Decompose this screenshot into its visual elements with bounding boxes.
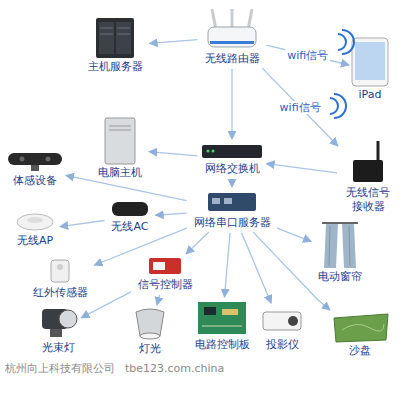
device-node: 信号控制器 bbox=[134, 256, 197, 292]
device-node: 电脑主机 bbox=[94, 118, 146, 180]
device-node: 体感设备 bbox=[7, 150, 63, 188]
circuit-board-icon bbox=[198, 302, 246, 334]
device-node: 投影仪 bbox=[262, 306, 303, 352]
device-label: 红外传感器 bbox=[33, 286, 88, 300]
connector-arrow bbox=[94, 228, 186, 265]
device-node: 网络串口服务器 bbox=[190, 190, 275, 230]
ir-sensor-icon bbox=[51, 260, 69, 282]
tablet-icon bbox=[352, 38, 388, 86]
ap-icon bbox=[17, 214, 53, 230]
device-label: 光束灯 bbox=[42, 341, 75, 355]
watermark-text: tbe123.com.china bbox=[125, 362, 224, 375]
device-label: 主机服务器 bbox=[88, 60, 143, 74]
sand-table-icon bbox=[334, 314, 388, 342]
device-label: 电脑主机 bbox=[98, 166, 142, 180]
device-node: 网络交换机 bbox=[201, 142, 264, 176]
device-label: 体感设备 bbox=[13, 174, 57, 188]
connector-arrow bbox=[224, 233, 230, 297]
connector-arrow bbox=[156, 213, 187, 215]
device-node: 光束灯 bbox=[38, 305, 79, 355]
lamp-icon bbox=[136, 309, 164, 339]
server-icon bbox=[96, 18, 134, 58]
device-node: 红外传感器 bbox=[29, 258, 92, 300]
device-label: 电动窗帘 bbox=[318, 270, 362, 284]
receiver-icon bbox=[353, 141, 383, 182]
device-node: 沙盘 bbox=[332, 312, 388, 358]
connector-arrow bbox=[242, 233, 272, 303]
device-node: 无线AC bbox=[107, 200, 152, 234]
device-label: 电路控制板 bbox=[195, 338, 250, 352]
device-node: 主机服务器 bbox=[84, 18, 147, 74]
watermark-text: 杭州向上科技有限公司 bbox=[5, 362, 115, 375]
connector-arrow bbox=[66, 175, 187, 200]
connector-arrow bbox=[262, 68, 338, 146]
signal-label: wifi信号 bbox=[285, 49, 330, 62]
device-node: 电路控制板 bbox=[191, 300, 254, 352]
router-icon bbox=[208, 9, 256, 47]
connector-arrow bbox=[266, 45, 349, 65]
wifi-waves bbox=[330, 30, 354, 118]
device-node: 无线AP bbox=[13, 212, 57, 248]
connector-arrow bbox=[231, 179, 232, 187]
device-label: iPad bbox=[359, 88, 382, 102]
serial-server-icon bbox=[208, 193, 256, 211]
device-node: 无线信号接收器 bbox=[340, 140, 396, 214]
connector-arrow bbox=[186, 232, 209, 254]
device-node: 电动窗帘 bbox=[314, 222, 366, 284]
connector-arrow bbox=[81, 292, 131, 318]
ac-controller-icon bbox=[112, 202, 148, 216]
curtain-icon bbox=[322, 223, 358, 268]
device-label: 信号控制器 bbox=[138, 278, 193, 292]
device-node: 无线路由器 bbox=[201, 8, 264, 66]
signal-label: wifi信号 bbox=[278, 101, 323, 114]
connector-arrow bbox=[149, 152, 198, 156]
device-label: 投影仪 bbox=[266, 338, 299, 352]
connector-arrow bbox=[277, 228, 311, 242]
beam-light-icon bbox=[42, 309, 77, 337]
device-label: 无线AP bbox=[17, 234, 53, 248]
connector-arrow bbox=[157, 295, 160, 305]
device-label: 无线AC bbox=[111, 220, 148, 234]
motion-sensor-icon bbox=[8, 153, 62, 171]
device-label: 灯光 bbox=[139, 342, 161, 356]
device-node: iPad bbox=[352, 38, 388, 102]
device-label: 网络串口服务器 bbox=[194, 216, 271, 230]
connector-arrow bbox=[149, 40, 197, 44]
signal-controller-icon bbox=[149, 258, 181, 274]
projector-icon bbox=[263, 312, 301, 330]
connector-arrow bbox=[231, 69, 232, 139]
connector-arrow bbox=[266, 164, 337, 173]
pc-icon bbox=[105, 118, 135, 164]
switch-icon bbox=[202, 145, 262, 158]
device-label: 无线信号接收器 bbox=[344, 186, 392, 214]
device-node: 灯光 bbox=[133, 308, 167, 356]
device-label: 无线路由器 bbox=[205, 52, 260, 66]
device-label: 沙盘 bbox=[349, 344, 371, 358]
device-label: 网络交换机 bbox=[205, 162, 260, 176]
connector-arrow bbox=[60, 220, 104, 226]
